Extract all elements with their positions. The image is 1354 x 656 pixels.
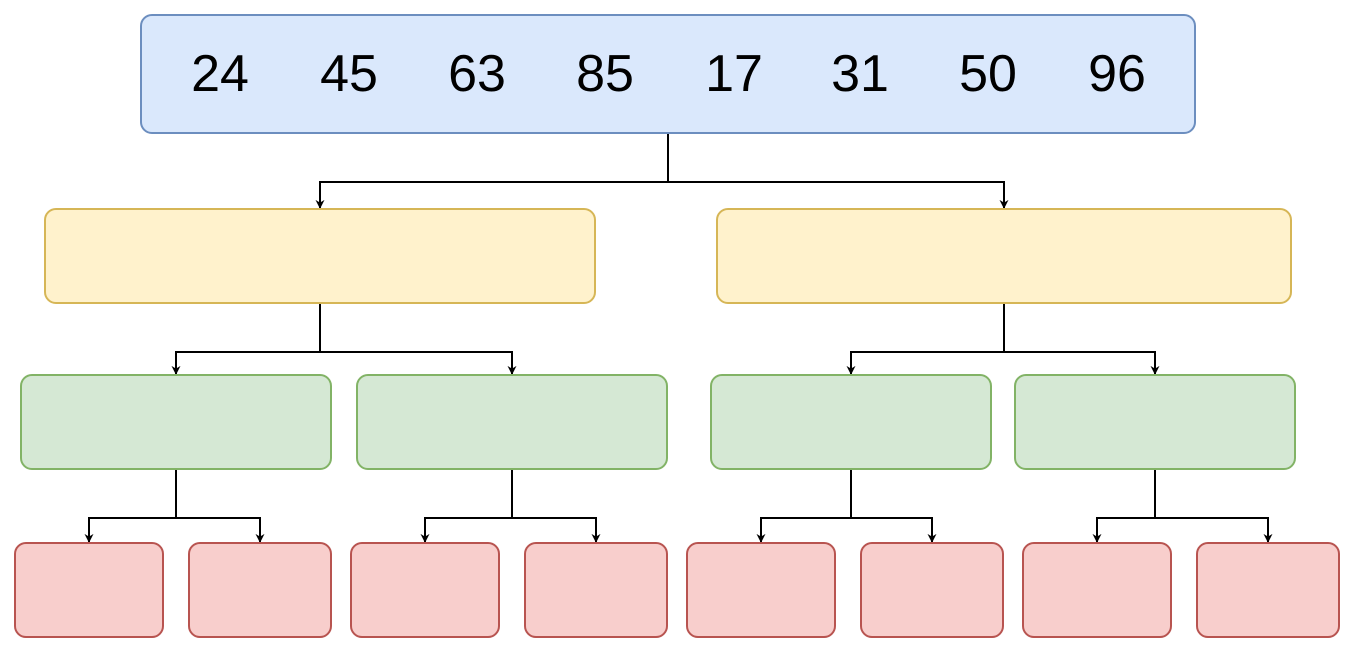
edge-arrow-right (176, 517, 265, 543)
half-node-left (44, 208, 596, 304)
leaf-node-2 (188, 542, 332, 638)
root-value: 85 (576, 45, 634, 103)
leaf-node-7 (1022, 542, 1172, 638)
quarter-node-3 (710, 374, 992, 470)
root-value: 17 (705, 45, 763, 103)
leaf-node-6 (860, 542, 1004, 638)
root-value: 96 (1088, 45, 1146, 103)
edge-arrow-left (846, 351, 1004, 375)
edge-arrow-left (315, 181, 668, 209)
edge-arrow-left (420, 517, 512, 543)
leaf-node-4 (524, 542, 668, 638)
edge-arrow-right (320, 351, 517, 375)
edge-arrow-left (171, 351, 320, 375)
edge-arrow-left (1092, 517, 1155, 543)
edge-arrow-right (851, 517, 937, 543)
root-value: 31 (831, 45, 889, 103)
leaf-node-8 (1196, 542, 1340, 638)
edge-arrow-left (84, 517, 176, 543)
quarter-node-4 (1014, 374, 1296, 470)
half-node-right (716, 208, 1292, 304)
quarter-node-2 (356, 374, 668, 470)
root-value: 63 (448, 45, 506, 103)
edge-arrow-right (1004, 351, 1160, 375)
leaf-node-1 (14, 542, 164, 638)
root-value: 50 (959, 45, 1017, 103)
leaf-node-3 (350, 542, 500, 638)
quarter-node-1 (20, 374, 332, 470)
edge-arrow-right (668, 181, 1009, 209)
edge-arrow-right (512, 517, 601, 543)
leaf-node-5 (686, 542, 836, 638)
root-array-node: 24 45 63 85 17 31 50 96 (140, 14, 1196, 134)
edge-arrow-left (756, 517, 851, 543)
root-value: 24 (191, 45, 249, 103)
edge-arrow-right (1155, 517, 1273, 543)
root-value: 45 (320, 45, 378, 103)
